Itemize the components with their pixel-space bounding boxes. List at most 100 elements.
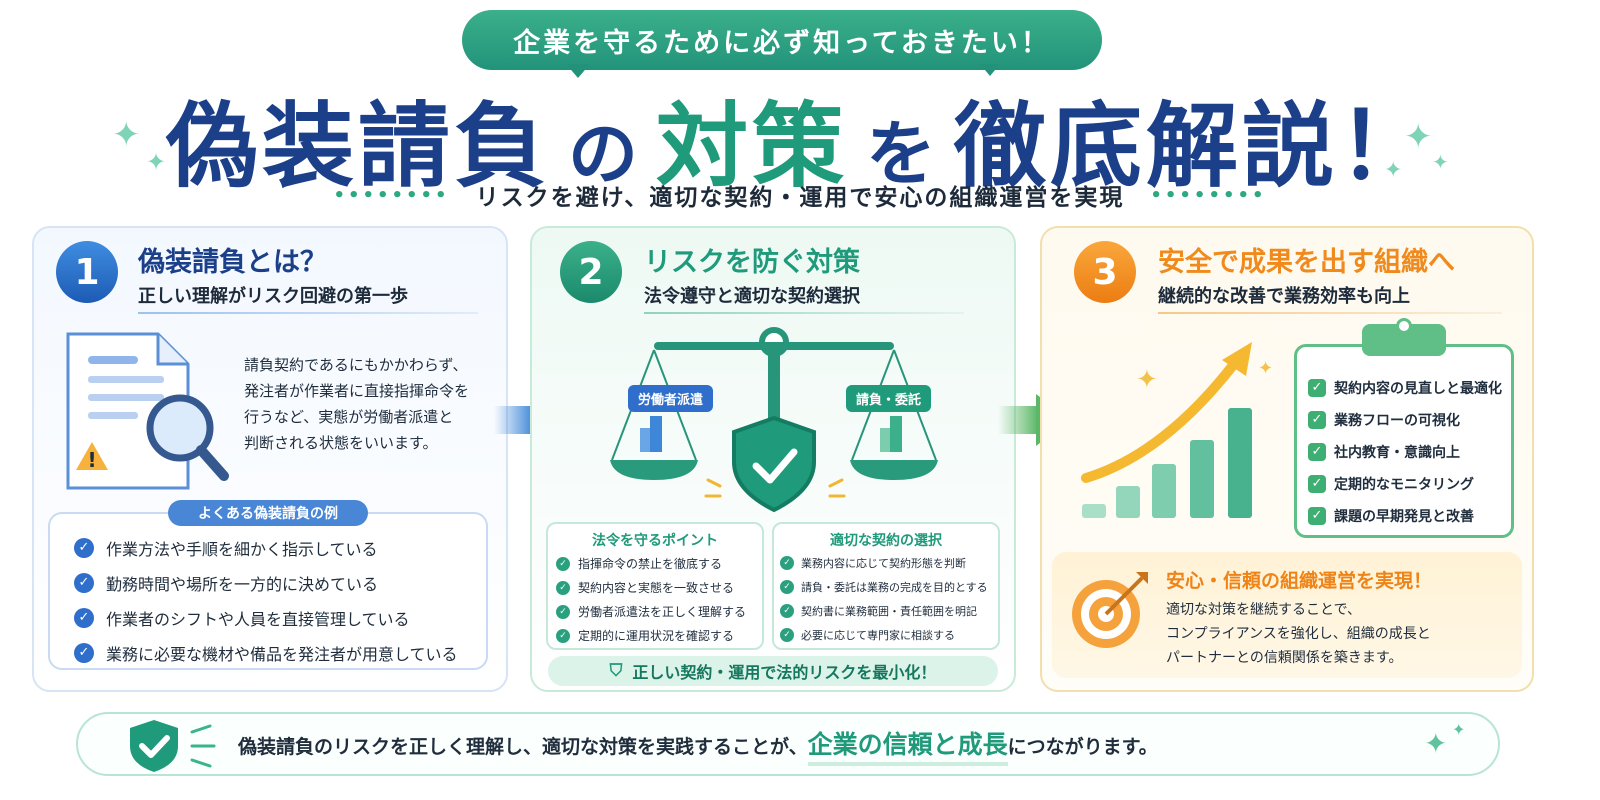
description-line: 発注者が作業者に直接指揮命令を <box>244 382 470 400</box>
list-item: ✓ 業務内容に応じて契約形態を判断 <box>780 555 988 571</box>
example-text: 作業方法や手順を細かく指示している <box>106 540 378 559</box>
list-item: ✓指揮命令の禁止を徹底する <box>556 555 746 572</box>
box2-text: 業務内容に応じて契約形態を判断 <box>801 557 966 570</box>
list-item: ✓労働者派遣法を正しく理解する <box>556 603 746 620</box>
list-item: ✓契約内容と実態を一致させる <box>556 579 746 596</box>
box2-list: ✓ 業務内容に応じて契約形態を判断 ✓ 請負・委託は業務の完成を目的とする ✓ 契約書… <box>780 555 988 643</box>
title-part-5: 徹底解説！ <box>954 93 1435 200</box>
check-icon: ✓ <box>556 628 570 643</box>
description-line: 行うなど、実態が労働者派遣と <box>244 408 454 426</box>
panel1-description: 請負契約であるにもかかわらず、 発注者が作業者に直接指揮命令を 行うなど、実態が… <box>244 352 469 456</box>
bubble-tail-right <box>980 64 1000 76</box>
panel2-number: 2 <box>560 241 622 303</box>
arrow-body-2 <box>998 406 1038 434</box>
subtitle-text: リスクを避け、適切な契約・運用で安心の組織運営を実現 <box>475 185 1125 211</box>
footer-text-before: 偽装請負のリスクを正しく理解し、適切な対策を実践することが、 <box>238 735 808 758</box>
example-text: 作業者のシフトや人員を直接管理している <box>106 610 410 629</box>
check-icon: ✓ <box>556 580 570 595</box>
header-bubble-text: 企業を守るために必ず知っておきたい！ <box>513 27 1051 59</box>
check-icon: ✓ <box>74 643 94 663</box>
box-contract <box>772 522 1000 650</box>
list-item: ✓ 課題の早期発見と改善 <box>1308 506 1502 526</box>
check-icon: ✓ <box>1308 507 1326 525</box>
sparkle-icon: ✦ <box>1432 150 1449 174</box>
footer-highlight: 企業の信頼と成長 <box>807 725 1008 766</box>
check-icon: ✓ <box>780 604 794 618</box>
goal-text-line: パートナーとの信頼関係を築きます。 <box>1166 650 1403 666</box>
panel3-subtitle: 継続的な改善で業務効率も向上 <box>1158 286 1410 307</box>
panel2-subtitle: 法令遵守と適切な契約選択 <box>644 286 860 307</box>
example-text: 勤務時間や場所を一方的に決めている <box>106 575 379 594</box>
warning-icon <box>80 446 81 447</box>
svg-text:✦: ✦ <box>1258 358 1273 379</box>
footer-message: 偽装請負のリスクを正しく理解し、適切な対策を実践することが、 企業の信頼と成長 … <box>238 728 1158 766</box>
goal-text-line: 適切な対策を継続することで、 <box>1166 602 1362 618</box>
check-icon: ✓ <box>780 556 794 570</box>
shield-check-icon <box>772 460 773 461</box>
banner-text: 正しい契約・運用で法的リスクを最小化！ <box>632 663 937 682</box>
sparkle-icon: ✦ <box>1424 727 1448 760</box>
box1-list: ✓指揮命令の禁止を徹底する ✓契約内容と実態を一致させる ✓労働者派遣法を正しく… <box>556 555 746 644</box>
list-item: ✓契約内容の見直しと最適化 <box>1308 378 1502 398</box>
page-subtitle: •••••••• リスクを避け、適切な契約・運用で安心の組織運営を実現 ••••… <box>300 180 1300 212</box>
panel2-banner: ⛉ 正しい契約・運用で法的リスクを最小化！ <box>548 656 998 686</box>
list-item: ✓業務フローの可視化 <box>1308 410 1502 430</box>
panel3-checklist: ✓契約内容の見直しと最適化 ✓業務フローの可視化 ✓社内教育・意識向上 ✓定期的… <box>1308 378 1502 526</box>
check-icon: ✓ <box>556 556 570 571</box>
dots-right: •••••••• <box>1150 184 1267 206</box>
checklist-text: 契約内容の見直しと最適化 <box>1334 381 1502 397</box>
box2-text: 契約書に業務範囲・責任範囲を明記 <box>801 605 977 618</box>
box2-title: 適切な契約の選択 <box>830 533 942 549</box>
box1-title: 法令を守るポイント <box>592 533 718 549</box>
example-text: 業務に必要な機材や備品を発注者が用意している <box>106 645 458 664</box>
scale-label-right: 請負・委託 <box>846 385 932 412</box>
target-icon <box>1072 572 1148 648</box>
dots-left: •••••••• <box>333 184 450 206</box>
scale-label-left: 労働者派遣 <box>628 385 714 412</box>
title-part-1: 偽装請負 <box>165 93 550 200</box>
panel3-number: 3 <box>1074 241 1136 303</box>
goal-text-line: コンプライアンスを強化し、組織の成長と <box>1166 626 1431 642</box>
goal-title: 安心・信頼の組織運営を実現！ <box>1166 570 1433 592</box>
sparkle-icon: ✦ <box>1452 720 1466 739</box>
box2-text: 必要に応じて専門家に相談する <box>801 629 955 642</box>
checklist-text: 定期的なモニタリング <box>1334 477 1474 493</box>
sparkle-icon: ✦ <box>146 148 167 176</box>
list-item: ✓作業方法や手順を細かく指示している <box>74 536 458 560</box>
footer-banner <box>76 712 1500 776</box>
building-icon <box>662 420 663 421</box>
panel1-title: 偽装請負とは？ <box>138 247 327 278</box>
check-icon: ✓ <box>74 608 94 628</box>
description-line: 判断される状態をいいます。 <box>244 434 438 452</box>
header-bubble: 企業を守るために必ず知っておきたい！ <box>462 10 1102 70</box>
list-item: ✓ 定期的に運用状況を確認する <box>556 627 746 644</box>
shield-check-icon <box>130 720 178 772</box>
examples-list: ✓作業方法や手順を細かく指示している ✓勤務時間や場所を一方的に決めている ✓作… <box>74 536 458 665</box>
check-icon: ✓ <box>780 580 794 594</box>
list-item: ✓ 契約書に業務範囲・責任範囲を明記 <box>780 603 988 619</box>
arrow-body-1 <box>494 406 534 434</box>
panel2-underline <box>644 312 964 314</box>
list-item: ✓必要に応じて専門家に相談する <box>780 627 988 643</box>
checklist-text: 課題の早期発見と改善 <box>1334 509 1474 525</box>
sparkle-icon: ✦ <box>1384 158 1403 183</box>
box1-text: 労働者派遣法を正しく理解する <box>578 605 747 619</box>
panel1-underline <box>138 312 478 314</box>
description-line: 請負契約であるにもかかわらず、 <box>244 356 468 374</box>
goal-text: 適切な対策を継続することで、 コンプライアンスを強化し、組織の成長と パートナー… <box>1166 598 1431 670</box>
panel2-title: リスクを防ぐ対策 <box>644 247 860 278</box>
clipboard-ring <box>1396 318 1412 334</box>
check-icon: ✓ <box>74 573 94 593</box>
title-part-2: の <box>568 113 638 195</box>
bubble-tail <box>566 64 590 78</box>
scale-icon <box>610 327 938 513</box>
clipboard-icon <box>1294 344 1514 538</box>
check-icon: ✓ <box>1308 443 1326 461</box>
check-icon: ✓ <box>1308 411 1326 429</box>
list-item: ✓ 業務に必要な機材や備品を発注者が用意している <box>74 641 458 665</box>
list-item: ✓ 請負・委託は業務の完成を目的とする <box>780 579 988 595</box>
box2-text: 請負・委託は業務の完成を目的とする <box>801 581 988 594</box>
growth-chart-icon: ✦ ✦ <box>1081 342 1273 518</box>
box1-text: 定期的に運用状況を確認する <box>578 629 735 643</box>
list-item: ✓ 作業者のシフトや人員を直接管理している <box>74 606 458 630</box>
